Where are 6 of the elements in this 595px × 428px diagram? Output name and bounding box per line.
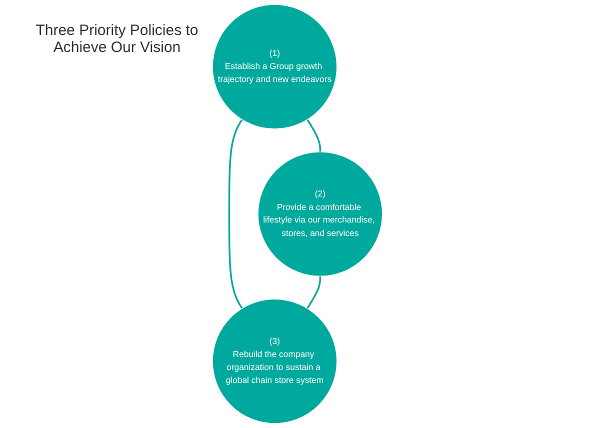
node-circle: (2) Provide a comfortable lifestyle via our merchandise, stores, and services xyxy=(258,152,383,276)
connector xyxy=(228,119,243,309)
connector xyxy=(306,276,322,309)
node-circle: (3) Rebuild the company organization to sustain a global chain store system xyxy=(212,298,338,424)
connector xyxy=(306,119,322,152)
node-circle: (1) Establish a Group growth trajectory and new endeavors xyxy=(212,4,338,130)
